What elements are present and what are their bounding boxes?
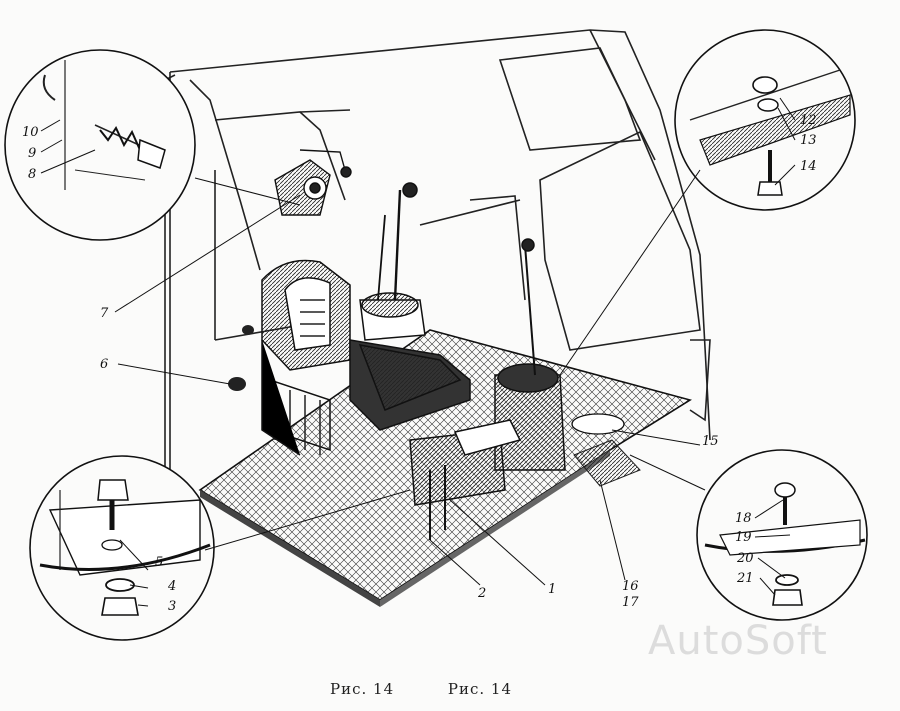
detail-circle-top-left <box>4 49 196 241</box>
callout-5: 5 <box>155 555 163 570</box>
callout-15: 15 <box>702 434 719 449</box>
callout-16: 16 <box>622 579 639 594</box>
floor-hatch-cover <box>571 413 625 435</box>
control-console <box>359 182 566 540</box>
callout-17: 17 <box>622 595 639 610</box>
figure-caption-right: Рис. 14 <box>447 680 513 698</box>
callout-19: 19 <box>735 530 752 545</box>
pedal-plate <box>573 439 641 487</box>
callout-21: 21 <box>736 571 754 586</box>
callout-10: 10 <box>22 125 39 140</box>
leader-lines <box>40 97 796 607</box>
callout-9: 9 <box>28 146 36 161</box>
callout-18: 18 <box>735 511 752 526</box>
detail-circle-top-right <box>674 29 856 211</box>
callout-8: 8 <box>28 167 36 182</box>
figure-caption-left: Рис. 14 <box>330 680 395 698</box>
callout-2: 2 <box>477 586 486 601</box>
callout-6: 6 <box>100 357 108 372</box>
seat-fasteners <box>228 325 254 391</box>
callout-14: 14 <box>800 159 817 174</box>
callout-4: 4 <box>167 579 176 594</box>
callout-labels: 1 2 3 4 5 6 7 8 9 10 12 13 14 15 16 17 1… <box>22 113 817 614</box>
callout-1: 1 <box>548 582 556 597</box>
callout-20: 20 <box>736 551 754 566</box>
callout-13: 13 <box>800 133 817 148</box>
heater-unit <box>274 149 352 216</box>
operator-seat <box>261 259 471 456</box>
callout-3: 3 <box>168 599 176 614</box>
detail-circle-bottom-left <box>29 455 215 641</box>
callout-12: 12 <box>800 113 817 128</box>
figure-caption: Рис. 14 Рис. 14 <box>330 680 630 698</box>
watermark-text: AutoSoft <box>648 618 828 664</box>
callout-7: 7 <box>100 306 109 321</box>
